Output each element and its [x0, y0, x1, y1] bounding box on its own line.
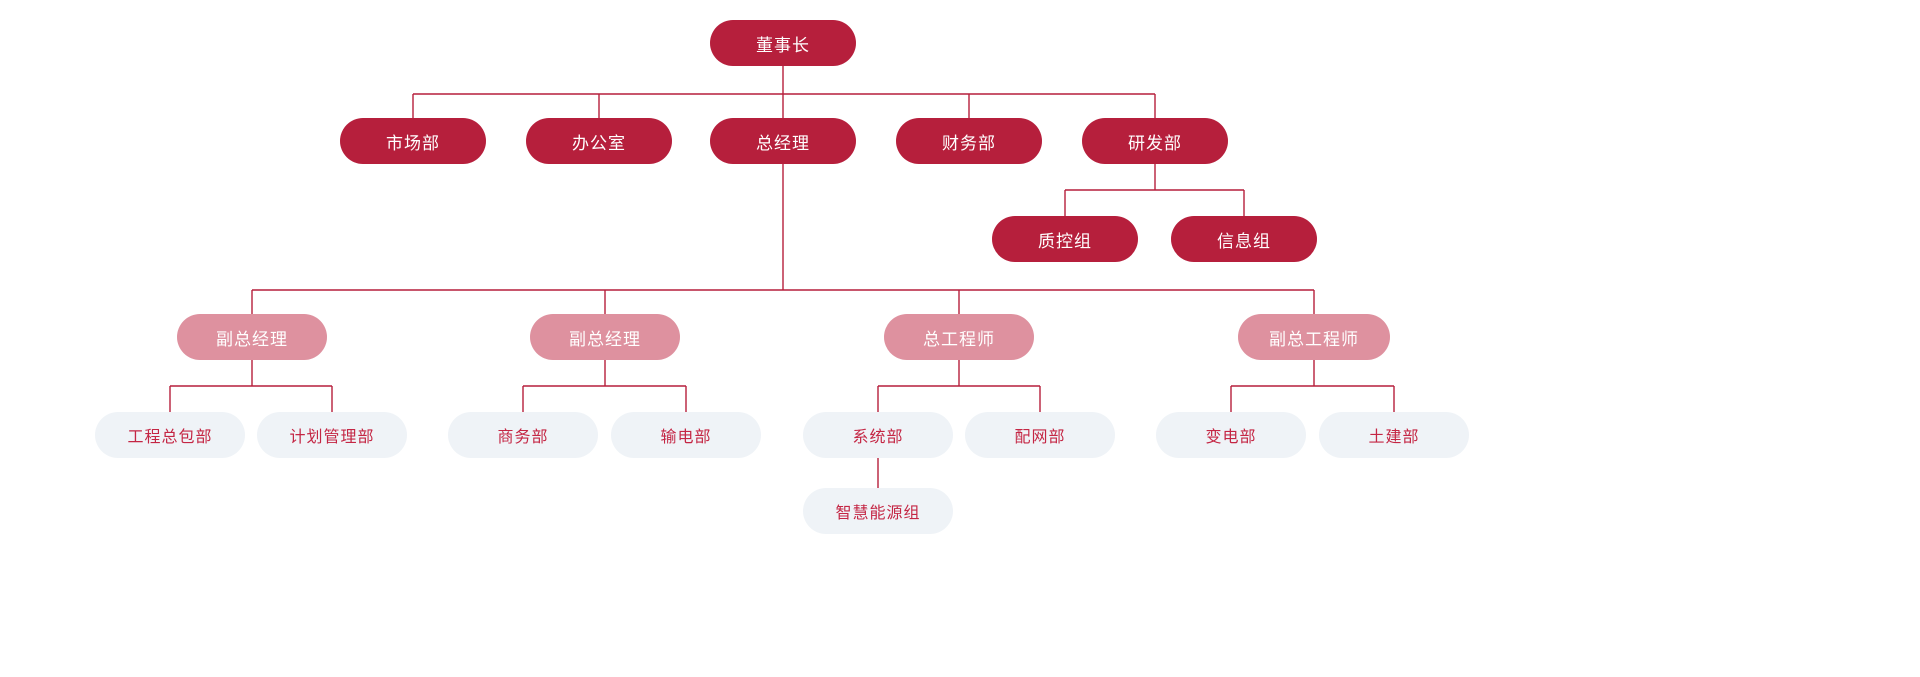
node-general-manager[interactable]: 总经理 — [710, 118, 856, 164]
node-civil-engineering-dept[interactable]: 土建部 — [1319, 412, 1469, 458]
node-transmission-dept[interactable]: 输电部 — [611, 412, 761, 458]
node-distribution-network-dept[interactable]: 配网部 — [965, 412, 1115, 458]
node-deputy-general-manager-2[interactable]: 副总经理 — [530, 314, 680, 360]
node-office[interactable]: 办公室 — [526, 118, 672, 164]
node-smart-energy-group[interactable]: 智慧能源组 — [803, 488, 953, 534]
node-chief-engineer[interactable]: 总工程师 — [884, 314, 1034, 360]
node-info-group[interactable]: 信息组 — [1171, 216, 1317, 262]
node-plan-management-dept[interactable]: 计划管理部 — [257, 412, 407, 458]
node-deputy-chief-engineer[interactable]: 副总工程师 — [1238, 314, 1390, 360]
node-deputy-general-manager-1[interactable]: 副总经理 — [177, 314, 327, 360]
node-finance-dept[interactable]: 财务部 — [896, 118, 1042, 164]
node-substation-dept[interactable]: 变电部 — [1156, 412, 1306, 458]
node-system-dept[interactable]: 系统部 — [803, 412, 953, 458]
node-chairman[interactable]: 董事长 — [710, 20, 856, 66]
node-qc-group[interactable]: 质控组 — [992, 216, 1138, 262]
node-marketing-dept[interactable]: 市场部 — [340, 118, 486, 164]
node-business-dept[interactable]: 商务部 — [448, 412, 598, 458]
node-epc-dept[interactable]: 工程总包部 — [95, 412, 245, 458]
node-rnd-dept[interactable]: 研发部 — [1082, 118, 1228, 164]
